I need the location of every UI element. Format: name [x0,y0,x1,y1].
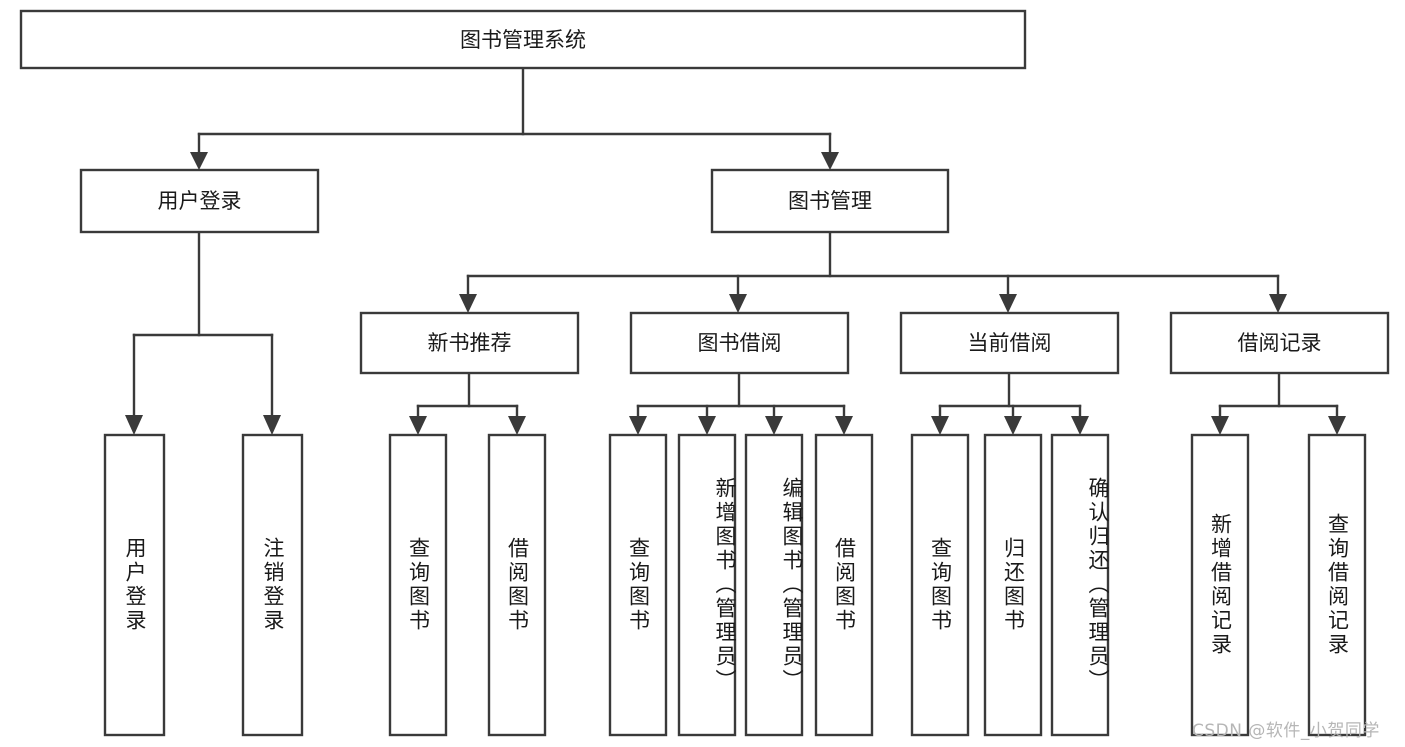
node-box-leaf-add-book[interactable] [677,433,737,737]
node-label-user-login: 用户登录 [158,189,242,213]
node-root[interactable]: 图书管理系统 [19,9,1027,70]
node-box-new-book-rec[interactable] [359,311,580,375]
arrow-head-icon [263,415,281,435]
arrow-head-icon [1328,416,1346,435]
node-label-root: 图书管理系统 [460,28,586,52]
node-box-leaf-add-record[interactable] [1190,433,1250,737]
node-box-user-login[interactable] [79,168,320,234]
arrow-head-icon [1071,416,1089,435]
connector-borrow-record-to-leaves [1211,371,1346,435]
node-borrow-record[interactable]: 借阅记录 [1169,311,1390,375]
node-user-login[interactable]: 用户登录 [79,168,320,234]
leaf-boxes [103,433,1367,737]
arrow-head-icon [835,416,853,435]
node-box-leaf-confirm-return[interactable] [1050,433,1110,737]
node-box-leaf-query-record[interactable] [1307,433,1367,737]
arrow-head-icon [765,416,783,435]
arrow-head-icon [190,152,208,170]
node-book-borrow[interactable]: 图书借阅 [629,311,850,375]
connector-current-borrow-to-leaves [931,371,1089,435]
connector-new-book-rec-to-leaves [409,371,526,435]
node-label-book-manage: 图书管理 [788,189,872,213]
node-box-current-borrow[interactable] [899,311,1120,375]
node-box-borrow-record[interactable] [1169,311,1390,375]
node-box-book-borrow[interactable] [629,311,850,375]
node-box-leaf-user-login[interactable] [103,433,166,737]
node-book-manage[interactable]: 图书管理 [710,168,950,234]
node-label-new-book-rec: 新书推荐 [428,331,512,355]
arrow-head-icon [698,416,716,435]
node-current-borrow[interactable]: 当前借阅 [899,311,1120,375]
node-box-leaf-borrow-book-1[interactable] [487,433,547,737]
node-new-book-rec[interactable]: 新书推荐 [359,311,580,375]
arrow-head-icon [999,294,1017,313]
arrow-head-icon [931,416,949,435]
connector-book-manage-to-level3 [459,230,1287,313]
connector-user-login-to-leaves [125,230,281,435]
arrow-head-icon [729,294,747,313]
watermark-text: CSDN @软件_小贺同学 [1192,721,1380,741]
node-box-leaf-borrow-book-2[interactable] [814,433,874,737]
node-label-book-borrow: 图书借阅 [698,331,782,355]
node-box-leaf-query-book-2[interactable] [608,433,668,737]
node-box-leaf-return-book[interactable] [983,433,1043,737]
node-label-current-borrow: 当前借阅 [968,331,1052,355]
arrow-head-icon [1211,416,1229,435]
arrow-head-icon [821,152,839,170]
node-label-borrow-record: 借阅记录 [1238,331,1322,355]
node-box-root[interactable] [19,9,1027,70]
node-box-leaf-edit-book[interactable] [744,433,804,737]
arrow-head-icon [1004,416,1022,435]
node-box-book-manage[interactable] [710,168,950,234]
arrow-head-icon [508,416,526,435]
arrow-head-icon [459,294,477,313]
connector-root-to-level2 [190,66,839,170]
arrow-head-icon [409,416,427,435]
arrow-head-icon [629,416,647,435]
connector-book-borrow-to-leaves [629,371,853,435]
arrow-head-icon [1269,294,1287,313]
node-box-leaf-query-book-3[interactable] [910,433,970,737]
node-box-leaf-query-book-1[interactable] [388,433,448,737]
node-box-leaf-logout[interactable] [241,433,304,737]
arrow-head-icon [125,415,143,435]
